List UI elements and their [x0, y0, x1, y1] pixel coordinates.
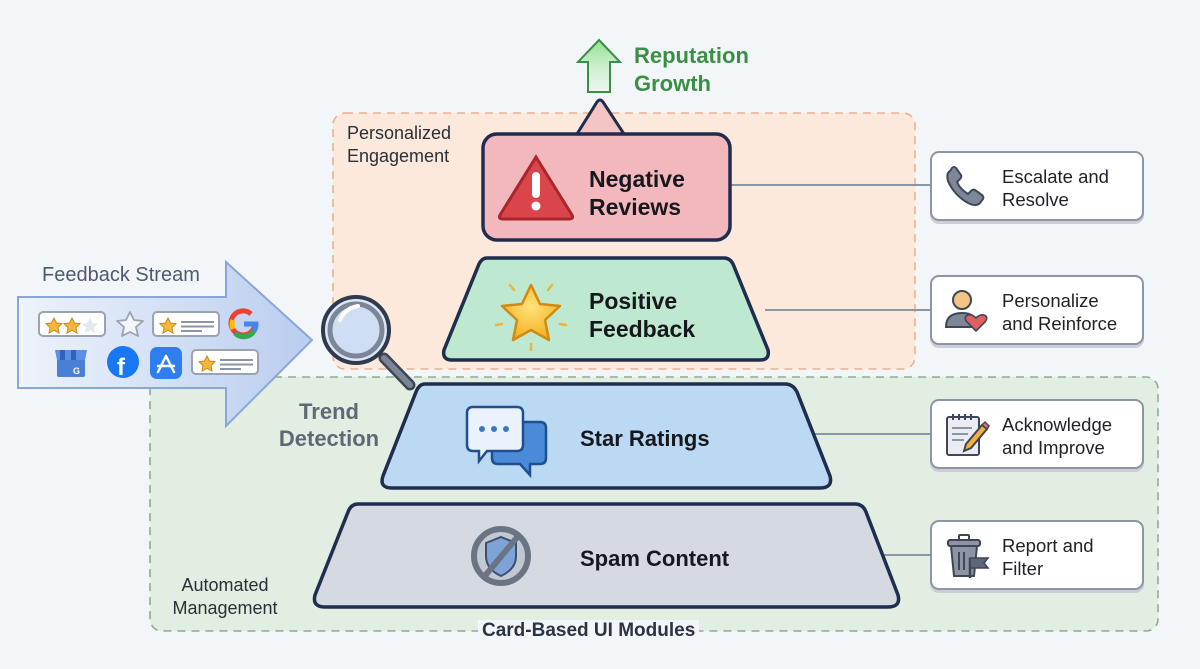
feedback-stream-label: Feedback Stream	[42, 264, 200, 286]
tier-label-line1: Positive	[589, 288, 678, 314]
phone-icon	[946, 166, 985, 206]
action-line1: Personalize	[1002, 290, 1099, 311]
action-label: Personalize and Reinforce	[1002, 289, 1117, 335]
zone-label-line2: Engagement	[347, 146, 450, 166]
warning-icon	[497, 154, 575, 221]
two-star-rating-card	[38, 311, 106, 337]
tier-label-line1: Negative	[589, 166, 685, 192]
stars-icon	[44, 316, 98, 334]
google-business-icon: G	[55, 350, 87, 377]
tier-ratings-label: Star Ratings	[580, 426, 710, 451]
google-logo-icon	[228, 308, 259, 340]
zone-label-line1: Automated	[181, 575, 269, 595]
action-card-personalize[interactable]: Personalize and Reinforce	[930, 275, 1144, 345]
action-line2: Resolve	[1002, 189, 1069, 210]
action-label: Report and Filter	[1002, 534, 1094, 580]
star-review-card	[152, 311, 220, 337]
action-card-report[interactable]: Report and Filter	[930, 520, 1144, 590]
action-line1: Escalate and	[1002, 166, 1109, 187]
action-line1: Acknowledge	[1002, 414, 1113, 435]
svg-text:f: f	[117, 354, 126, 381]
action-card-escalate[interactable]: Escalate and Resolve	[930, 151, 1144, 221]
app-store-icon	[150, 347, 182, 379]
magnifier-icon[interactable]	[321, 295, 416, 391]
action-label: Escalate and Resolve	[1002, 165, 1109, 211]
tier-spam-label: Spam Content	[580, 546, 730, 571]
pyramid-apex	[574, 98, 627, 136]
growth-line2: Growth	[634, 71, 711, 96]
card-based-modules-label: Card-Based UI Modules	[478, 620, 700, 642]
empty-star-icon	[116, 311, 144, 337]
svg-text:G: G	[73, 366, 80, 376]
trend-detection-label: Trend Detection	[268, 398, 390, 452]
trend-line2: Detection	[278, 426, 380, 451]
personalized-engagement-label: Personalized Engagement	[347, 122, 451, 168]
tier-spam-content[interactable]	[312, 502, 901, 609]
growth-line1: Reputation	[634, 43, 749, 68]
star-text-icon	[197, 354, 253, 372]
notepad-pencil-icon	[946, 414, 990, 456]
action-label: Acknowledge and Improve	[1002, 413, 1112, 459]
zone-label-line1: Personalized	[347, 123, 452, 143]
star-text-icon	[158, 316, 214, 334]
blocked-shield-icon	[471, 526, 531, 586]
automated-management-label: Automated Management	[165, 574, 285, 620]
action-line2: and Improve	[1002, 437, 1105, 458]
user-heart-icon	[944, 290, 988, 333]
star-icon	[494, 283, 568, 352]
action-line2: Filter	[1002, 558, 1044, 579]
star-review-card	[191, 349, 259, 375]
tier-label-line2: Feedback	[589, 316, 696, 342]
trend-line1: Trend	[299, 399, 359, 424]
reputation-growth-label: Reputation Growth	[634, 42, 749, 98]
action-line1: Report and	[1002, 535, 1094, 556]
tier-positive-label: Positive Feedback	[589, 287, 695, 343]
tier-negative-label: Negative Reviews	[589, 165, 685, 221]
action-line2: and Reinforce	[1002, 313, 1118, 334]
facebook-logo-icon: f	[107, 346, 139, 381]
chat-bubbles-icon	[465, 405, 548, 479]
action-card-acknowledge[interactable]: Acknowledge and Improve	[930, 399, 1144, 469]
zone-label-line2: Management	[172, 598, 278, 618]
feedback-stream-arrow	[17, 259, 314, 429]
trash-flag-icon	[947, 534, 990, 578]
growth-arrow-icon	[575, 38, 623, 93]
tier-label-line2: Reviews	[589, 194, 682, 220]
